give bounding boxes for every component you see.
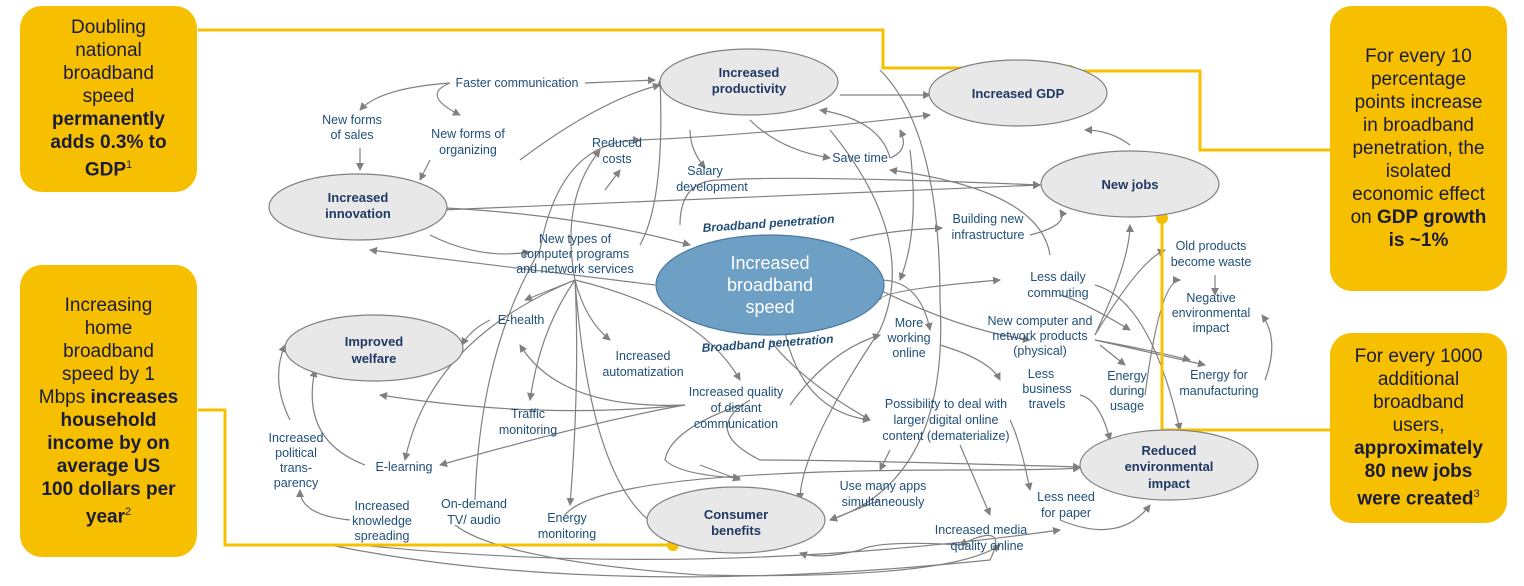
callout-line: income by on	[47, 432, 170, 454]
penetration-label-top: Broadband penetration	[702, 212, 835, 235]
callout-line: in broadband	[1363, 115, 1474, 136]
node-environment: Reduced environmental impact	[1079, 429, 1259, 501]
callout-line: For every 10	[1365, 46, 1472, 67]
callout-line: speed	[82, 86, 135, 108]
footnote-marker: 2	[124, 505, 132, 518]
callout-line: national	[75, 40, 142, 62]
callout-line: GDP1	[84, 159, 133, 181]
callout-line: For every 1000	[1354, 346, 1483, 368]
callout-line: broadband	[63, 63, 154, 85]
node-productivity: Increased productivity	[659, 48, 839, 116]
svg-text:Consumer: Consumer	[704, 507, 768, 522]
label-ehealth: E-health	[498, 313, 545, 327]
svg-text:Reduced: Reduced	[1142, 443, 1197, 458]
callout-gdp-growth: For every 10 percentage points increase …	[1330, 6, 1507, 291]
callout-line: 80 new jobs	[1364, 461, 1473, 483]
callout-line: adds 0.3% to	[50, 132, 167, 154]
svg-text:Increased: Increased	[719, 65, 780, 80]
callout-line: on GDP growth	[1350, 207, 1487, 228]
node-increased-gdp: Increased GDP	[928, 59, 1108, 127]
callout-line: penetration, the	[1352, 138, 1485, 159]
callout-line: Mbps increases	[38, 386, 179, 408]
callout-new-jobs: For every 1000 additional broadband user…	[1330, 333, 1507, 523]
callout-line: broadband	[63, 340, 154, 362]
callout-line: approximately	[1354, 438, 1483, 460]
svg-text:innovation: innovation	[325, 206, 391, 221]
callout-line: users,	[1392, 415, 1445, 437]
node-consumer-benefits: Consumer benefits	[646, 486, 826, 554]
callout-line: year2	[85, 505, 132, 528]
node-new-jobs: New jobs	[1040, 150, 1220, 218]
svg-text:environmental: environmental	[1125, 459, 1214, 474]
callout-line: isolated	[1385, 161, 1452, 182]
svg-text:Improved: Improved	[345, 334, 404, 349]
callout-line: points increase	[1354, 92, 1483, 113]
callout-line: were created3	[1357, 488, 1480, 510]
svg-text:welfare: welfare	[351, 351, 397, 366]
callout-line: Doubling	[71, 17, 146, 39]
footnote-marker: 1	[126, 159, 133, 172]
callout-line: additional	[1377, 369, 1460, 391]
callout-household-income: Increasing home broadband speed by 1 Mbp…	[20, 265, 197, 557]
svg-text:Increased GDP: Increased GDP	[972, 86, 1065, 101]
svg-text:impact: impact	[1148, 476, 1191, 491]
callout-line: average US	[56, 455, 161, 477]
callout-line: permanently	[52, 109, 165, 131]
footnote-marker: 3	[1473, 488, 1480, 501]
callout-line: household	[60, 409, 157, 431]
label-elearning: E-learning	[376, 460, 433, 474]
callout-line: broadband	[1373, 392, 1464, 414]
svg-text:productivity: productivity	[712, 81, 787, 96]
callout-line: is ~1%	[1388, 230, 1449, 251]
callout-line: 100 dollars per	[41, 478, 176, 500]
label-faster-communication: Faster communication	[456, 76, 579, 90]
callout-line: economic effect	[1352, 184, 1485, 205]
node-broadband-speed: Increased broadband speed	[655, 234, 885, 336]
callout-line: speed by 1	[62, 363, 155, 385]
node-innovation: Increased innovation	[268, 173, 448, 241]
callout-line: home	[84, 317, 133, 339]
svg-text:broadband: broadband	[727, 275, 813, 295]
node-welfare: Improved welfare	[284, 314, 464, 382]
callout-line: Increasing	[64, 294, 153, 316]
svg-text:Increased: Increased	[328, 190, 389, 205]
svg-text:New jobs: New jobs	[1101, 177, 1158, 192]
svg-text:Increased: Increased	[730, 253, 809, 273]
callout-gdp-doubling: Doubling national broadband speed perman…	[20, 6, 197, 192]
label-save-time: Save time	[832, 151, 888, 165]
callout-line: percentage	[1370, 69, 1467, 90]
svg-text:speed: speed	[745, 297, 794, 317]
svg-text:benefits: benefits	[711, 523, 761, 538]
